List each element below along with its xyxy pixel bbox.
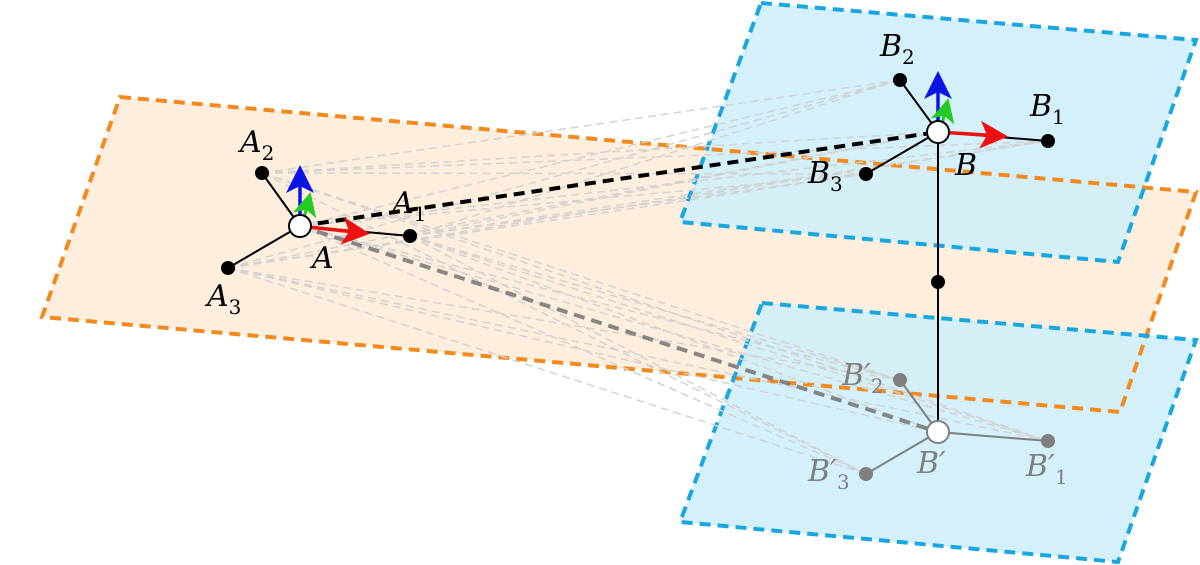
node-a3 [221, 261, 235, 275]
label-a2: A2 [237, 125, 274, 165]
link-a-to-b-prime [299, 224, 939, 434]
node-b-prime-3 [859, 467, 873, 481]
label-b-prime: B′ [916, 446, 946, 481]
node-a1 [403, 229, 417, 243]
node-b [926, 120, 950, 144]
node-b-prime [926, 420, 950, 444]
correspondence-lines [227, 79, 1049, 475]
plane-b-border [677, 0, 1199, 265]
plane-a-border [39, 94, 1199, 415]
node-a2 [255, 166, 269, 180]
label-b3: B3 [807, 156, 843, 196]
label-a3: A3 [204, 279, 241, 319]
label-b2: B2 [879, 29, 915, 69]
label-b-prime-3: B′3 [807, 454, 850, 494]
plane-b-prime-border [677, 300, 1199, 565]
label-b-prime-1: B′1 [1025, 449, 1068, 489]
frame-a-y-axis [292, 192, 317, 219]
node-b-prime-1 [1041, 434, 1055, 448]
node-b3 [859, 167, 873, 181]
node-b2 [893, 73, 907, 87]
connector-midpoint [931, 275, 945, 289]
label-a: A [309, 241, 334, 276]
label-a1: A1 [389, 186, 426, 226]
node-b-prime-2 [893, 373, 907, 387]
node-a [288, 214, 312, 238]
node-b1 [1041, 134, 1055, 148]
label-b: B [954, 148, 977, 183]
frame-b-y-axis [930, 98, 955, 125]
label-b1: B1 [1029, 89, 1065, 129]
label-b-prime-2: B′2 [841, 358, 884, 398]
